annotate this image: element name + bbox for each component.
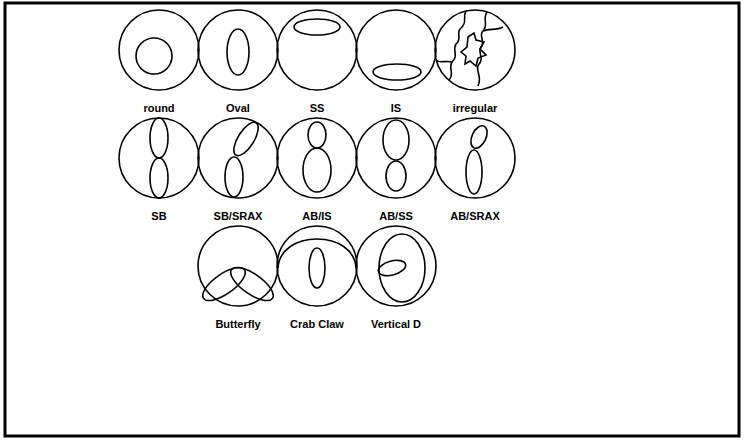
pattern-label: round [141,102,176,114]
pattern-label: SB [149,210,168,222]
pattern-label: AB/SRAX [448,210,502,222]
pattern-label: SS [308,102,327,114]
pattern-label: AB/IS [300,210,333,222]
pattern-label: Butterfly [213,318,262,330]
pattern-label: Vertical D [369,318,423,330]
inner-shapes [136,11,503,307]
pattern-label: IS [389,102,403,114]
pattern-label: AB/SS [377,210,415,222]
frame [5,3,739,436]
pattern-label: Crab Claw [288,318,346,330]
pattern-label: irregular [451,102,500,114]
pattern-label: SB/SRAX [212,210,265,222]
outer-circles [119,10,515,306]
pattern-label: Oval [224,102,252,114]
